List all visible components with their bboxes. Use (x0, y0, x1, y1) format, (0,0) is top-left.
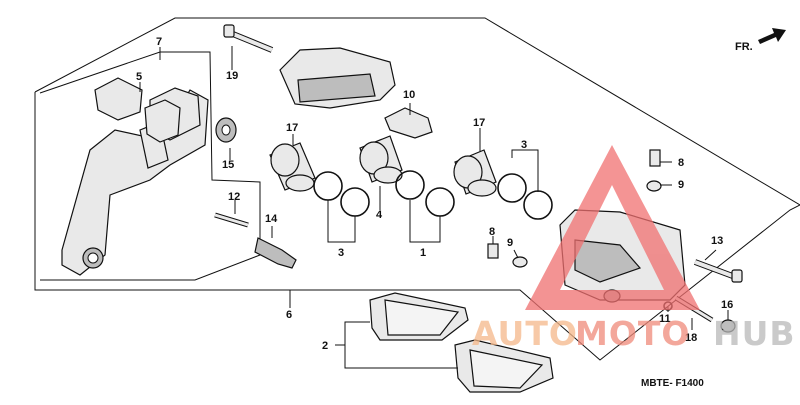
bolt-13 (693, 259, 743, 283)
piston-middle (359, 135, 403, 184)
callout-18: 18 (685, 332, 697, 344)
bleed-screw-8-lower (487, 243, 499, 259)
diagram-code: MBTE- F1400 (641, 378, 704, 389)
callout-6: 6 (286, 309, 292, 321)
watermark: AUTO MOTO HUB (472, 145, 796, 353)
slide-pin-12 (214, 212, 249, 228)
callout-13: 13 (711, 235, 723, 247)
callout-5: 5 (136, 71, 142, 83)
seal-ring-right (497, 173, 553, 220)
callout-9-upper: 9 (678, 179, 684, 191)
pin-boot-14 (254, 237, 297, 269)
callout-17-right: 17 (473, 117, 485, 129)
callout-8-lower: 8 (489, 226, 495, 238)
cap-9-upper (646, 180, 662, 192)
caliper-bracket (61, 87, 209, 276)
callout-17-left: 17 (286, 122, 298, 134)
watermark-word-auto: AUTO (472, 314, 578, 353)
bleed-screw-8-upper (649, 149, 661, 167)
watermark-word-hub: HUB (713, 314, 796, 353)
callout-4: 4 (376, 209, 383, 221)
watermark-word-moto: MOTO (575, 314, 690, 353)
callout-3-right: 3 (521, 139, 527, 151)
assembly-outline (34, 17, 800, 361)
bolt-19 (223, 24, 274, 53)
callout-3-left: 3 (338, 247, 344, 259)
callout-14: 14 (265, 213, 278, 225)
callout-9-lower: 9 (507, 237, 513, 249)
brake-pad-lower (454, 339, 554, 393)
direction-label: FR. (735, 41, 753, 53)
callout-11: 11 (659, 313, 671, 325)
bracket-outline (39, 51, 261, 281)
arrow-right-icon (758, 28, 786, 44)
pad-shim (279, 47, 396, 109)
callout-16: 16 (721, 299, 733, 311)
brake-pad-upper (369, 292, 469, 341)
callout-1: 1 (420, 247, 426, 259)
callout-8-upper: 8 (678, 157, 684, 169)
pad-retainer-clip (94, 77, 181, 143)
piston-left (269, 142, 316, 192)
cap-9-lower (512, 256, 528, 268)
seal-ring-middle (395, 170, 455, 217)
piston-right (453, 149, 497, 197)
callout-7: 7 (156, 36, 162, 48)
callout-10: 10 (403, 89, 415, 101)
pad-spring-10 (384, 107, 433, 139)
callouts: 7 5 19 15 12 14 17 17 10 4 3 1 3 6 2 8 9… (136, 36, 733, 352)
seal-ring-left (313, 171, 370, 217)
callout-15: 15 (222, 159, 234, 171)
pin-bolt-15 (215, 117, 237, 143)
front-direction-indicator: FR. (735, 28, 786, 53)
callout-2: 2 (322, 340, 328, 352)
callout-19: 19 (226, 70, 238, 82)
watermark-triangle-icon (525, 145, 700, 310)
callout-12: 12 (228, 191, 240, 203)
